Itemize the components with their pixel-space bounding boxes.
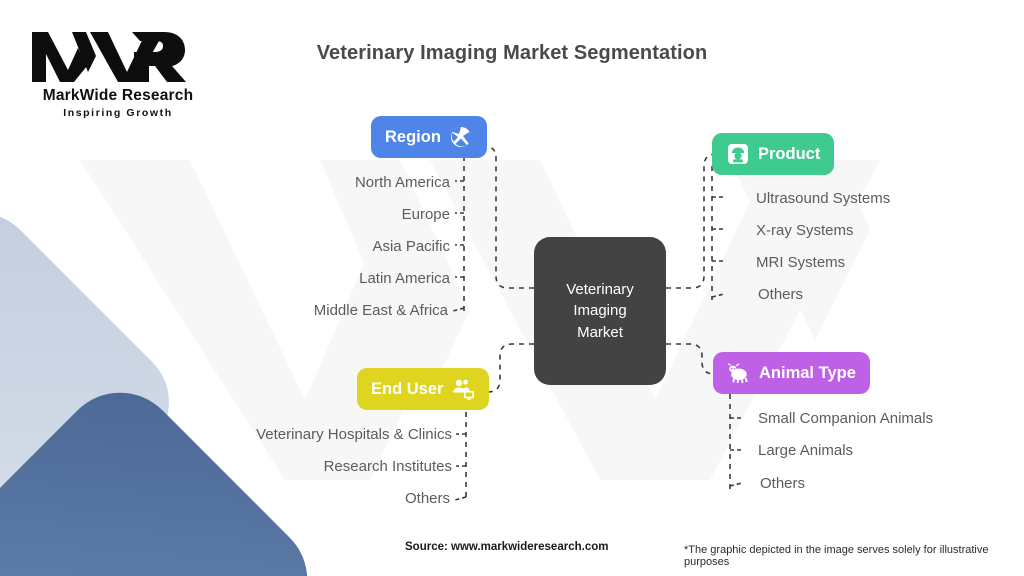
leaf-animal-type-1: Large Animals (758, 442, 854, 459)
center-node: Veterinary Imaging Market (534, 237, 666, 385)
leaf-region-2: Asia Pacific (372, 238, 450, 255)
connector-product-ticks (711, 196, 725, 298)
users-monitor-icon (451, 377, 475, 401)
leaf-product-1: X-ray Systems (756, 222, 854, 239)
branch-badge-product[interactable]: Product (712, 133, 835, 175)
connector-center-enduser (470, 343, 534, 393)
branch-badge-end-user[interactable]: End User (357, 368, 490, 410)
leaf-end-user-1: Research Institutes (323, 458, 452, 475)
brand-logo: MarkWide Research Inspiring Growth (28, 26, 208, 119)
leaf-region-3: Latin America (359, 270, 450, 287)
branch-label-region: Region (385, 127, 441, 146)
connector-center-animal (666, 343, 726, 375)
farm-animal-icon (727, 361, 751, 385)
globe-icon (449, 125, 473, 149)
connector-enduser-ticks (454, 433, 467, 501)
leaf-end-user-0: Veterinary Hospitals & Clinics (256, 426, 452, 443)
leaf-product-3: Others (758, 286, 804, 303)
leaf-region-0: North America (354, 174, 450, 191)
center-node-line-1: Veterinary (566, 281, 634, 299)
leaf-animal-type-0: Small Companion Animals (758, 410, 934, 427)
brand-name: MarkWide Research (42, 87, 194, 104)
connector-center-product (666, 153, 740, 289)
xray-scanner-icon (726, 142, 750, 166)
leaf-product-0: Ultrasound Systems (756, 190, 891, 207)
center-node-line-3: Market (577, 323, 623, 341)
connector-region-ticks (452, 180, 465, 312)
leaf-end-user-2: Others (404, 490, 450, 507)
mwr-logo-icon (32, 32, 186, 82)
branch-label-end-user: End User (371, 379, 444, 398)
connector-center-region (440, 145, 534, 289)
page-title: Veterinary Imaging Market Segmentation (316, 42, 708, 64)
brand-tagline: Inspiring Growth (63, 107, 173, 119)
branch-badge-region[interactable]: Region (371, 116, 487, 158)
branch-badge-animal-type[interactable]: Animal Type (713, 352, 870, 394)
source-note: Source: www.markwideresearch.com (405, 541, 609, 553)
leaf-animal-type-2: Others (760, 475, 806, 492)
leaf-product-2: MRI Systems (756, 254, 846, 271)
center-node-line-2: Imaging (573, 302, 627, 320)
connector-animal-ticks (729, 417, 743, 487)
branch-label-product: Product (758, 144, 821, 163)
disclaimer-note: *The graphic depicted in the image serve… (684, 544, 989, 568)
branch-label-animal-type: Animal Type (759, 363, 856, 382)
leaf-region-4: Middle East & Africa (313, 302, 448, 319)
leaf-region-1: Europe (401, 206, 450, 223)
